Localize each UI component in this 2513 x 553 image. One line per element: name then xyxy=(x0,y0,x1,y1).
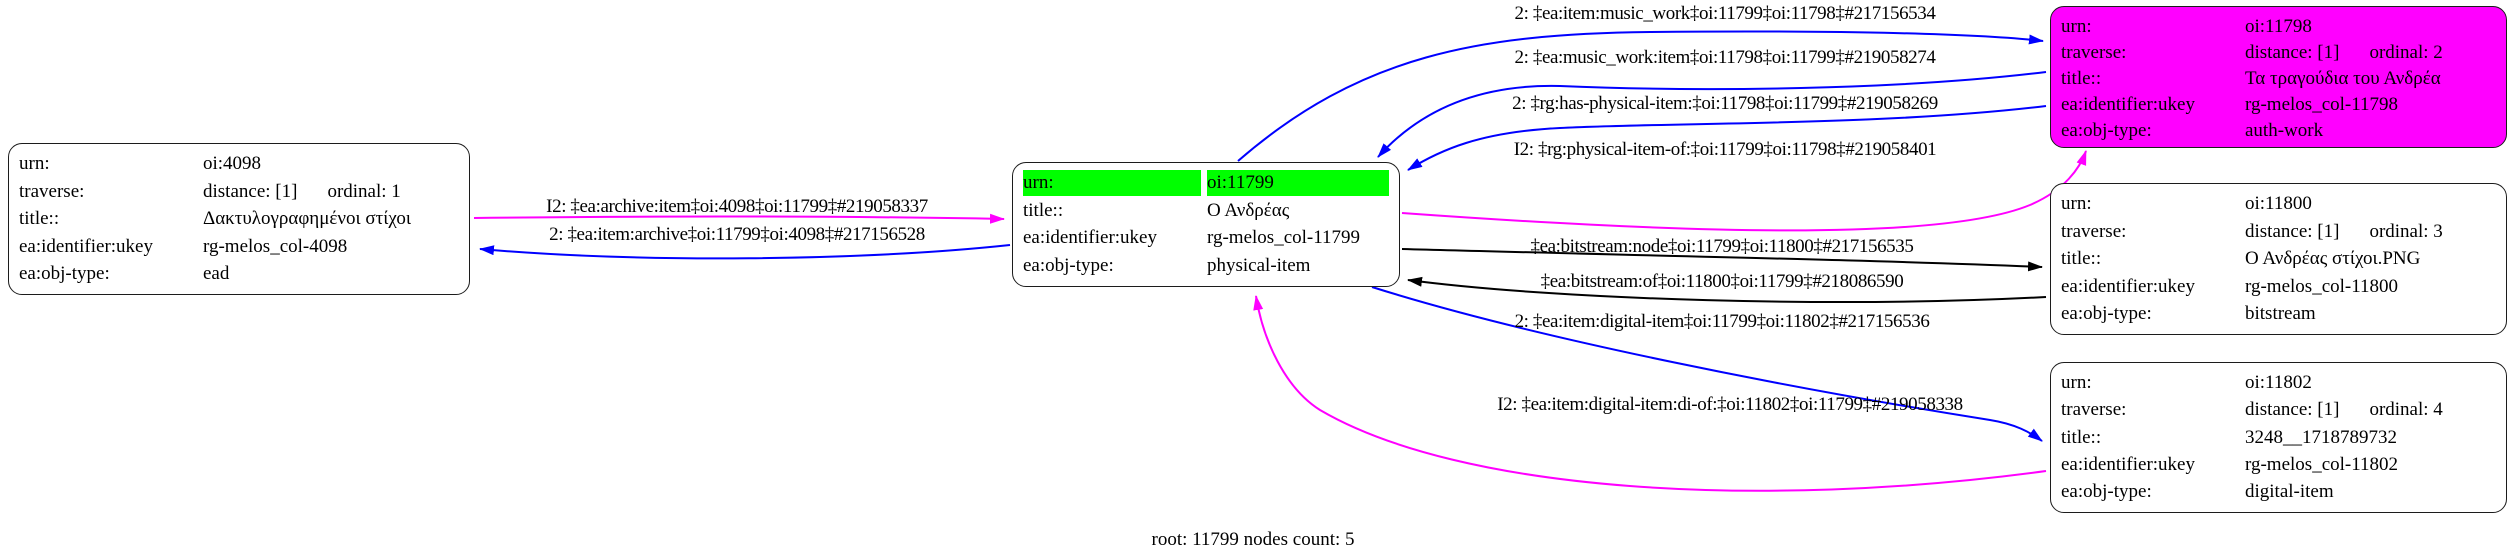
field-label: ea:identifier:ukey xyxy=(2061,275,2195,297)
field-label: title:: xyxy=(19,208,60,229)
field-value: distance: [1] xyxy=(2245,399,2340,421)
node-oi-4098[interactable]: urn: oi:4098 traverse: distance: [1] ordina… xyxy=(8,143,470,295)
field-value: digital-item xyxy=(2245,481,2334,502)
field-value: rg-melos_col-11802 xyxy=(2245,453,2399,475)
edge-label-item-archive: 2: ‡ea:item:archive‡oi:11799‡oi:4098‡#21… xyxy=(549,224,925,245)
field-label: urn: xyxy=(2061,193,2092,214)
edge-has-physical-item-path xyxy=(1407,105,2047,171)
field-value-2: ordinal: 4 xyxy=(2369,399,2443,421)
field-value-2: ordinal: 1 xyxy=(327,180,401,202)
edge-label-item-music-work: 2: ‡ea:item:music_work‡oi:11799‡oi:11798… xyxy=(1514,3,1936,24)
edge-label-physical-item-of: I2: ‡rg:physical-item-of:‡oi:11799‡oi:11… xyxy=(1513,139,1937,160)
edge-item-archive-path xyxy=(479,244,1011,260)
field-label: traverse: xyxy=(2061,42,2127,63)
field-value-2: ordinal: 2 xyxy=(2369,42,2443,63)
field-label: traverse: xyxy=(2061,399,2127,421)
field-value: 3248__1718789732 xyxy=(2245,426,2397,448)
node-oi-11798[interactable]: urn: oi:11798 traverse: distance: [1] ordin… xyxy=(2050,6,2507,148)
edge-archive-item-path xyxy=(473,213,1005,224)
edge-physical-item-of-path xyxy=(1401,150,2087,232)
field-label: title:: xyxy=(2061,426,2102,448)
node-oi-11799-root[interactable]: urn:oi:11799 title::Ο Ανδρέας ea:identif… xyxy=(1012,162,1400,287)
field-label: traverse: xyxy=(19,180,85,202)
field-label: ea:identifier:ukey xyxy=(2061,94,2195,115)
edge-label-bitstream-of: ‡ea:bitstream:of‡oi:11800‡oi:11799‡#2180… xyxy=(1540,271,1904,292)
field-value: Ο Ανδρέας xyxy=(1207,199,1290,221)
field-value: Δακτυλογραφημένοι στίχοι xyxy=(203,208,411,229)
field-value: rg-melos_col-11798 xyxy=(2245,94,2399,115)
edge-label-music-work-item: 2: ‡ea:music_work:item‡oi:11798‡oi:11799… xyxy=(1514,47,1936,68)
field-value-highlighted: oi:11799 xyxy=(1207,170,1389,196)
edge-label-bitstream-node: ‡ea:bitstream:node‡oi:11799‡oi:11800‡#21… xyxy=(1530,236,1914,257)
field-value: rg-melos_col-11800 xyxy=(2245,275,2399,297)
field-label: title:: xyxy=(2061,68,2102,89)
field-label: ea:obj-type: xyxy=(2061,303,2152,324)
field-label-highlighted: urn: xyxy=(1023,170,1201,196)
field-label: ea:identifier:ukey xyxy=(19,235,153,257)
node-oi-11800[interactable]: urn: oi:11800 traverse: distance: [1] ordin… xyxy=(2050,183,2507,335)
field-value: Τα τραγούδια του Ανδρέα xyxy=(2245,68,2441,89)
field-value: oi:11800 xyxy=(2245,193,2312,214)
field-value: distance: [1] xyxy=(2245,42,2340,63)
field-label: title:: xyxy=(2061,248,2102,269)
field-value: physical-item xyxy=(1207,254,1311,276)
edge-item-digital-item-path xyxy=(1371,286,2043,442)
field-label: ea:obj-type: xyxy=(1023,254,1114,276)
field-label: title:: xyxy=(1023,199,1064,221)
field-label: urn: xyxy=(2061,16,2092,37)
edge-bitstream-node-path xyxy=(1401,248,2043,272)
field-label: urn: xyxy=(19,153,50,174)
field-label: ea:identifier:ukey xyxy=(1023,227,1157,249)
field-value: Ο Ανδρέας στίχοι.PNG xyxy=(2245,248,2421,269)
field-value: ead xyxy=(203,263,230,284)
edge-music-work-item-path xyxy=(1377,71,2047,158)
field-value: oi:4098 xyxy=(203,153,262,174)
field-value: rg-melos_col-4098 xyxy=(203,235,348,257)
edge-label-digital-item-di-of: I2: ‡ea:item:digital-item:di-of:‡oi:1180… xyxy=(1497,394,1963,415)
node-oi-11802[interactable]: urn: oi:11802 traverse: distance: [1] ordin… xyxy=(2050,362,2507,513)
edge-bitstream-of-path xyxy=(1407,276,2047,303)
field-value: auth-work xyxy=(2245,120,2324,141)
field-value-2: ordinal: 3 xyxy=(2369,220,2443,242)
field-label: ea:identifier:ukey xyxy=(2061,453,2195,475)
field-value: oi:11798 xyxy=(2245,16,2312,37)
edge-label-archive-item: I2: ‡ea:archive:item‡oi:4098‡oi:11799‡#2… xyxy=(546,196,928,217)
field-value: distance: [1] xyxy=(2245,220,2340,242)
edge-item-music-work-path xyxy=(1237,30,2044,162)
field-label: traverse: xyxy=(2061,220,2127,242)
field-value: rg-melos_col-11799 xyxy=(1207,227,1361,249)
footer-status: root: 11799 nodes count: 5 xyxy=(1151,529,1355,550)
field-value: bitstream xyxy=(2245,303,2316,324)
edge-label-has-physical-item: 2: ‡rg:has-physical-item:‡oi:11798‡oi:11… xyxy=(1512,93,1938,114)
edge-label-item-digital-item: 2: ‡ea:item:digital-item‡oi:11799‡oi:118… xyxy=(1514,311,1930,332)
field-label: ea:obj-type: xyxy=(19,263,110,284)
field-value: distance: [1] xyxy=(203,180,298,202)
field-label: urn: xyxy=(2061,372,2092,393)
field-value: oi:11802 xyxy=(2245,372,2312,393)
field-label: ea:obj-type: xyxy=(2061,481,2152,502)
edge-digital-item-di-of-path xyxy=(1253,295,2047,492)
field-label: ea:obj-type: xyxy=(2061,120,2152,141)
